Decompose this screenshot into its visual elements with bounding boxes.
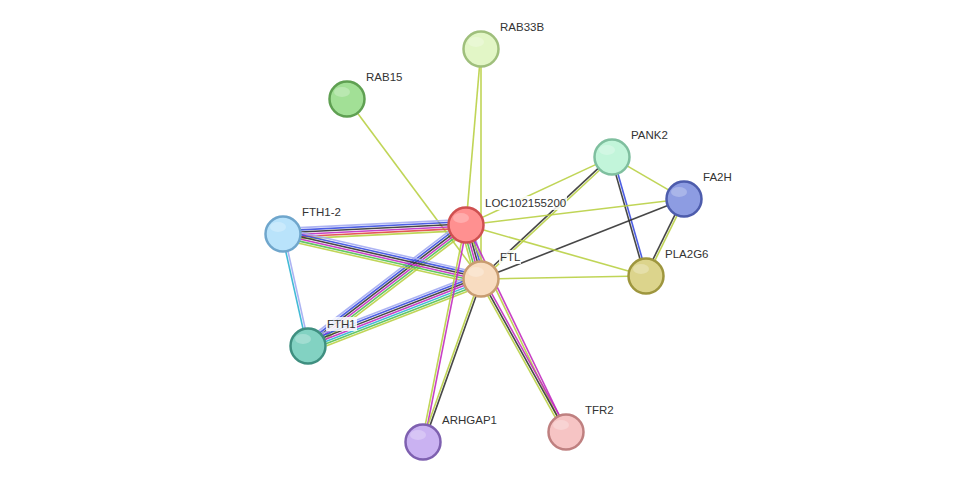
interaction-edge xyxy=(488,293,560,418)
edge-evidence-line xyxy=(324,283,464,337)
node-circle xyxy=(595,140,630,175)
edge-evidence-line xyxy=(465,243,471,263)
interaction-edge xyxy=(467,66,479,207)
interaction-edge xyxy=(425,242,463,425)
edge-evidence-line xyxy=(491,293,559,415)
node-circle xyxy=(549,415,584,450)
edge-evidence-line xyxy=(323,281,463,335)
edge-evidence-line xyxy=(322,279,462,333)
edge-evidence-line xyxy=(300,237,464,274)
node-circle xyxy=(667,182,702,217)
circle-highlight xyxy=(633,264,649,274)
interaction-edge xyxy=(286,251,306,329)
protein-node: TFR2 xyxy=(547,413,585,451)
node-label: LOC102155200 xyxy=(484,196,567,210)
protein-node: ARHGAP1 xyxy=(404,423,442,461)
edge-evidence-line xyxy=(430,296,476,426)
node-circle xyxy=(406,425,441,460)
protein-node: RAB33B xyxy=(462,30,500,68)
edge-evidence-line xyxy=(325,287,465,341)
node-circle-graphic xyxy=(462,30,500,68)
protein-node: FA2H xyxy=(665,180,703,218)
node-circle xyxy=(464,32,499,67)
node-label: ARHGAP1 xyxy=(441,413,498,427)
node-circle xyxy=(464,262,499,297)
node-circle-graphic xyxy=(404,423,442,461)
node-circle-graphic xyxy=(447,206,485,244)
edge-evidence-line xyxy=(301,233,465,270)
edge-evidence-line xyxy=(300,239,464,276)
node-circle xyxy=(330,82,365,117)
interaction-edge xyxy=(498,276,628,278)
interaction-edge xyxy=(482,164,596,217)
circle-highlight xyxy=(410,430,426,440)
edge-evidence-line xyxy=(483,230,629,271)
node-label: RAB33B xyxy=(499,20,545,34)
protein-node: LOC102155200 xyxy=(447,206,485,244)
circle-highlight xyxy=(270,222,286,232)
edge-evidence-line xyxy=(627,166,669,190)
node-label: PLA2G6 xyxy=(664,247,709,261)
edge-evidence-line xyxy=(427,242,463,425)
protein-node: PLA2G6 xyxy=(627,257,665,295)
edge-evidence-line xyxy=(467,66,479,207)
edge-evidence-line xyxy=(428,295,474,425)
protein-node: FTL xyxy=(462,260,500,298)
circle-highlight xyxy=(599,145,615,155)
circle-highlight xyxy=(553,420,569,430)
node-circle-graphic xyxy=(627,257,665,295)
protein-node: FTH1-2 xyxy=(264,215,302,253)
node-label: TFR2 xyxy=(584,403,615,417)
node-label: RAB15 xyxy=(365,70,403,84)
node-label: FTH1 xyxy=(326,317,357,331)
node-circle xyxy=(266,217,301,252)
interaction-edge xyxy=(627,166,669,190)
protein-node: RAB15 xyxy=(328,80,366,118)
node-label: FTL xyxy=(499,250,521,264)
edge-evidence-line xyxy=(286,251,303,329)
edge-evidence-line xyxy=(425,242,461,425)
circle-highlight xyxy=(295,334,311,344)
circle-highlight xyxy=(468,37,484,47)
node-circle-graphic xyxy=(328,80,366,118)
interaction-edge xyxy=(300,220,449,238)
node-label: FA2H xyxy=(702,170,733,184)
node-circle xyxy=(449,208,484,243)
node-label: FTH1-2 xyxy=(301,205,342,219)
edge-evidence-line xyxy=(498,276,628,278)
protein-node: PANK2 xyxy=(593,138,631,176)
edge-evidence-line xyxy=(616,174,640,259)
edge-evidence-line xyxy=(489,294,557,416)
node-circle-graphic xyxy=(547,413,585,451)
interaction-edge xyxy=(483,230,629,271)
node-circle xyxy=(291,329,326,364)
edge-evidence-line xyxy=(299,243,463,280)
node-circle-graphic xyxy=(264,215,302,253)
edge-evidence-line xyxy=(482,164,596,217)
node-circle-graphic xyxy=(665,180,703,218)
node-label: PANK2 xyxy=(630,128,669,142)
circle-highlight xyxy=(671,187,687,197)
circle-highlight xyxy=(468,267,484,277)
node-circle xyxy=(629,259,664,294)
interaction-edge xyxy=(428,295,476,426)
edge-evidence-line xyxy=(493,168,598,266)
protein-node: FTH1 xyxy=(289,327,327,365)
node-circle-graphic xyxy=(593,138,631,176)
edge-evidence-line xyxy=(301,235,465,272)
node-circle-graphic xyxy=(462,260,500,298)
edge-evidence-line xyxy=(299,241,463,278)
node-circle-graphic xyxy=(289,327,327,365)
circle-highlight xyxy=(334,87,350,97)
edge-evidence-line xyxy=(288,251,305,329)
interaction-edge xyxy=(299,233,465,281)
edge-evidence-line xyxy=(488,295,556,417)
circle-highlight xyxy=(453,213,469,223)
